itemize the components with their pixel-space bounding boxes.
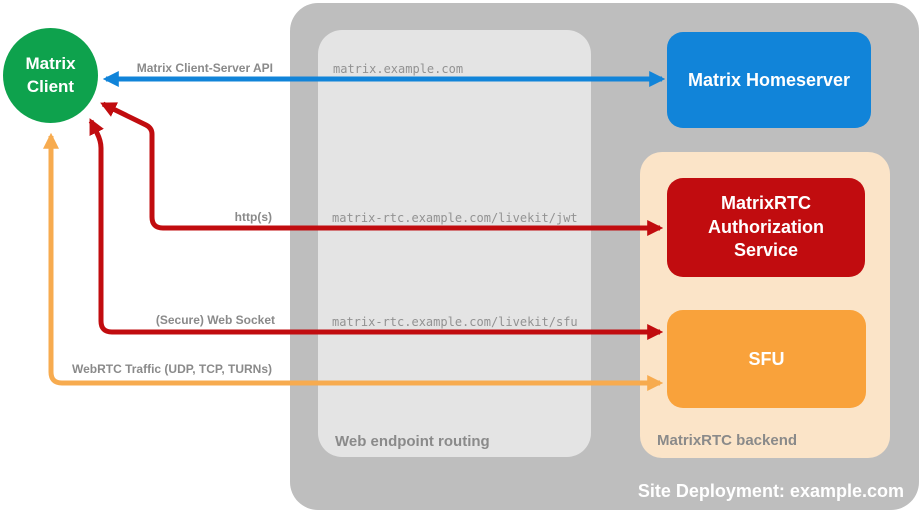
connection-label-https: http(s) [234, 210, 272, 224]
web-endpoint-routing-label: Web endpoint routing [335, 433, 490, 450]
web-endpoint-routing-box: Web endpoint routing [318, 30, 591, 457]
matrix-homeserver-node: Matrix Homeserver [667, 32, 871, 128]
matrix-client-label: Matrix Client [25, 54, 76, 96]
matrixrtc-auth-service-node: MatrixRTC Authorization Service [667, 178, 865, 277]
sfu-label: SFU [748, 348, 785, 369]
matrixrtc-auth-service-label: MatrixRTC Authorization Service [708, 192, 824, 261]
matrix-client-node: Matrix Client [3, 28, 98, 123]
connection-label-client-server-api: Matrix Client-Server API [136, 61, 273, 75]
matrix-homeserver-label: Matrix Homeserver [687, 69, 851, 90]
endpoint-label-matrix: matrix.example.com [333, 62, 464, 76]
sfu-node: SFU [667, 310, 866, 408]
site-deployment-label: Site Deployment: example.com [637, 481, 904, 501]
endpoint-label-livekit-jwt: matrix-rtc.example.com/livekit/jwt [332, 211, 578, 225]
connection-label-webrtc-traffic: WebRTC Traffic (UDP, TCP, TURNs) [71, 362, 272, 376]
endpoint-label-livekit-sfu: matrix-rtc.example.com/livekit/sfu [332, 315, 578, 329]
connection-label-web-socket: (Secure) Web Socket [155, 313, 275, 327]
matrixrtc-backend-label: MatrixRTC backend [657, 432, 798, 449]
